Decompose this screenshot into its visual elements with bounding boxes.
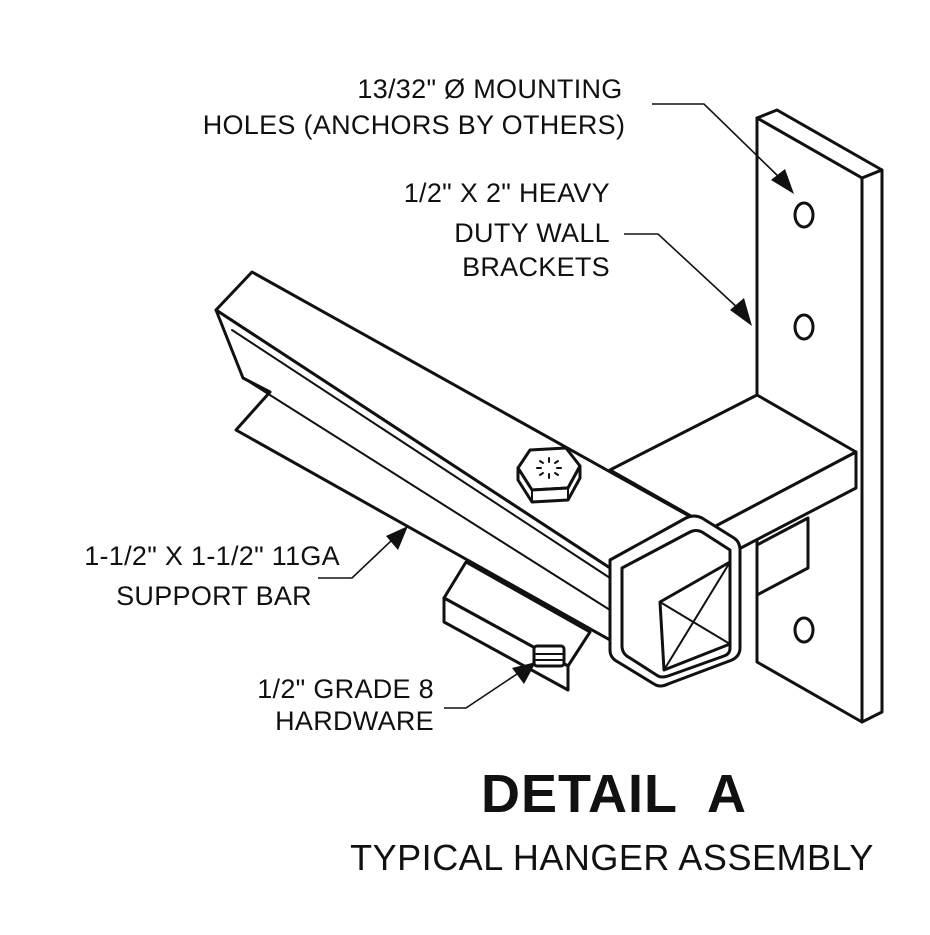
callout-line: HARDWARE	[275, 706, 434, 736]
mounting-hole	[793, 616, 815, 644]
bolt-thread	[532, 644, 566, 668]
callout-wall-brackets: 1/2" X 2" HEAVY DUTY WALL BRACKETS	[404, 178, 752, 326]
mounting-hole	[793, 201, 815, 229]
detail-subtitle: TYPICAL HANGER ASSEMBLY	[350, 837, 874, 878]
callout-line: 1/2" X 2" HEAVY	[404, 178, 610, 208]
callout-line: 1-1/2" X 1-1/2" 11GA	[84, 541, 340, 571]
mounting-holes	[793, 201, 815, 644]
callout-support-bar: 1-1/2" X 1-1/2" 11GA SUPPORT BAR	[84, 526, 408, 611]
clamp-plate	[442, 560, 592, 692]
callout-line: 1/2" GRADE 8	[257, 674, 434, 704]
callout-line: 13/32" Ø MOUNTING	[357, 74, 622, 104]
arrowhead-icon	[771, 169, 794, 194]
callout-hardware: 1/2" GRADE 8 HARDWARE	[257, 662, 536, 736]
callout-line: DUTY WALL	[454, 218, 610, 248]
hex-nut	[516, 446, 582, 504]
arrowhead-icon	[730, 298, 752, 326]
end-cap	[608, 514, 742, 688]
callout-mounting-holes: 13/32" Ø MOUNTING HOLES (ANCHORS BY OTHE…	[203, 74, 794, 194]
detail-title: DETAIL A	[481, 764, 747, 824]
mounting-hole	[793, 313, 815, 341]
callout-line: SUPPORT BAR	[116, 581, 312, 611]
callout-line: BRACKETS	[462, 252, 610, 282]
support-bar	[214, 270, 702, 642]
arrowhead-icon	[512, 662, 536, 684]
arrowhead-icon	[386, 526, 408, 550]
callout-line: HOLES (ANCHORS BY OTHERS)	[203, 110, 626, 140]
